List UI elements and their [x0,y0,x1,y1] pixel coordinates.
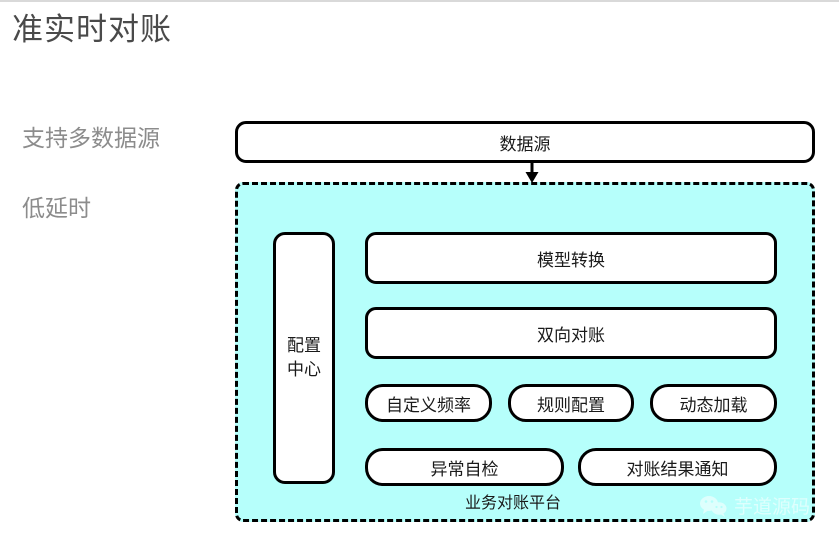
watermark-text: 芋道源码 [734,497,811,518]
node-rule-config: 规则配置 [508,384,634,422]
node-dynamic-loading: 动态加载 [650,384,777,422]
node-rule-config-label: 规则配置 [537,395,605,415]
node-exception-self-check: 异常自检 [365,448,564,486]
config-center-label: 配置 中心 [287,334,321,382]
side-label-low-latency: 低延时 [22,195,91,221]
node-reconciliation-result-notify-label: 对账结果通知 [626,459,729,479]
config-center-label-line1: 配置 [287,336,321,355]
node-bidirectional-reconciliation-label: 双向对账 [537,325,605,345]
platform-caption: 业务对账平台 [465,495,562,512]
config-center-node: 配置 中心 [273,232,335,484]
page-title: 准实时对账 [12,12,172,47]
flow-arrow-down-icon [525,163,539,183]
node-custom-frequency-label: 自定义频率 [386,395,471,415]
top-divider [0,0,839,2]
node-model-transform: 模型转换 [365,232,777,284]
node-model-transform-label: 模型转换 [537,250,605,270]
data-source-node: 数据源 [235,121,815,163]
data-source-label: 数据源 [499,134,551,154]
node-exception-self-check-label: 异常自检 [430,459,499,479]
node-custom-frequency: 自定义频率 [365,384,492,422]
config-center-label-line2: 中心 [287,360,321,379]
node-dynamic-loading-label: 动态加载 [679,395,748,415]
side-label-multi-source: 支持多数据源 [22,125,160,151]
node-bidirectional-reconciliation: 双向对账 [365,307,777,359]
node-reconciliation-result-notify: 对账结果通知 [578,448,777,486]
wechat-icon [700,495,727,517]
watermark: 芋道源码 [698,492,810,519]
